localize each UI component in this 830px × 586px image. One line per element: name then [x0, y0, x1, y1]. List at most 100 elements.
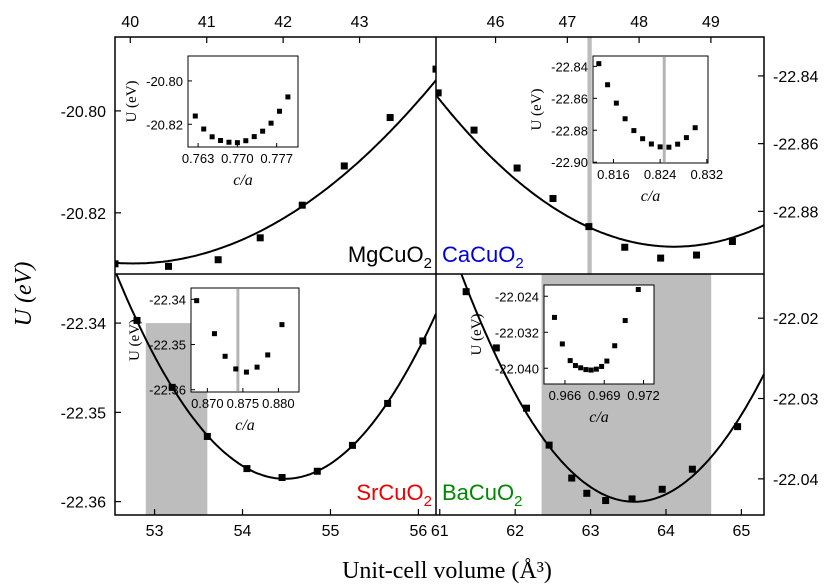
inset-x-tick-label: 0.832 [691, 167, 724, 182]
inset-data-point [588, 367, 594, 373]
inset-data-point [218, 138, 224, 143]
x-tick-label: 49 [702, 14, 720, 31]
x-tick-label: 46 [487, 14, 505, 31]
inset-x-tick-label: 0.880 [262, 396, 295, 411]
x-tick-label: 47 [558, 14, 576, 31]
inset-data-point [593, 366, 599, 372]
inset-x-tick-label: 0.966 [549, 388, 582, 403]
data-point [340, 162, 348, 170]
fit-curve [115, 79, 436, 265]
inset-x-axis-title: c/a [641, 188, 661, 205]
inset-y-tick-label: -22.34 [149, 292, 186, 307]
compound-label: BaCuO2 [442, 480, 523, 510]
data-point [765, 217, 772, 224]
inset-data-point [631, 128, 637, 134]
data-point [628, 495, 636, 503]
data-point [808, 183, 815, 190]
data-point [432, 65, 436, 73]
inset-data-point [622, 116, 628, 122]
y-tick-label: -20.82 [61, 206, 106, 223]
compound-label: SrCuO2 [356, 480, 432, 510]
data-point [278, 474, 286, 482]
x-tick-label: 64 [657, 523, 675, 540]
inset-data-point [583, 367, 589, 373]
data-point [203, 432, 211, 440]
x-tick-label: 65 [732, 523, 750, 540]
inset-data-point [260, 128, 266, 134]
y-tick-label: -22.88 [773, 204, 818, 221]
inset-y-tick-label: -22.90 [551, 155, 588, 170]
y-tick-label: -22.84 [773, 69, 818, 86]
inset-data-point [605, 82, 611, 88]
data-point [1, 223, 8, 230]
inset-data-point [599, 363, 605, 369]
x-tick-label: 56 [410, 523, 428, 540]
inset-frame [187, 55, 299, 148]
inset-data-point [226, 139, 232, 145]
data-point [522, 404, 530, 412]
inset-y-tick-label: -22.35 [149, 338, 186, 353]
compound-label: CaCuO2 [442, 242, 524, 272]
inset-data-point [578, 365, 584, 371]
inset-data-point [635, 287, 641, 292]
x-tick-label: 54 [234, 523, 252, 540]
data-point [658, 485, 666, 493]
inset-x-tick-label: 0.870 [191, 396, 224, 411]
data-point [298, 201, 306, 209]
x-tick-label: 62 [506, 523, 524, 540]
data-point [621, 243, 629, 251]
data-point [549, 194, 557, 202]
data-point [392, 51, 399, 58]
data-point [384, 399, 392, 407]
shaded-region [587, 37, 592, 274]
inset-data-point [657, 144, 663, 150]
x-tick-label: 55 [322, 523, 340, 540]
inset-x-tick-label: 0.969 [588, 388, 621, 403]
y-tick-label: -22.86 [773, 137, 818, 154]
x-tick-label: 61 [431, 523, 449, 540]
shared-y-axis-title: U (eV) [11, 262, 37, 327]
inset-x-tick-label: 0.763 [182, 151, 215, 166]
y-tick-label: -20.80 [61, 104, 106, 121]
inset-data-point [622, 318, 628, 324]
data-point [348, 441, 356, 449]
data-point [688, 465, 696, 473]
y-tick-label: -22.03 [773, 392, 818, 409]
data-point [568, 474, 576, 482]
data-point [313, 467, 321, 475]
inset-data-point [683, 135, 689, 141]
inset-x-tick-label: 0.777 [260, 151, 293, 166]
inset-data-point [559, 341, 565, 347]
inset-data-point [613, 100, 619, 106]
inset-x-tick-label: 0.875 [227, 396, 260, 411]
x-tick-label: 43 [351, 14, 369, 31]
inset-data-point [268, 120, 274, 126]
inset-data-point [251, 134, 257, 140]
inset-data-point [209, 134, 215, 140]
data-point [693, 251, 701, 259]
inset-y-tick-label: -22.88 [551, 123, 588, 138]
x-tick-label: 48 [630, 14, 648, 31]
data-point [436, 89, 442, 97]
data-point [133, 316, 141, 324]
inset-data-point [243, 369, 249, 375]
y-tick-label: -22.02 [773, 311, 818, 328]
fit-curve [115, 274, 436, 480]
inset-y-tick-label: -20.80 [146, 74, 183, 89]
inset-y-tick-label: -22.024 [495, 289, 539, 304]
inset-data-point [222, 353, 228, 359]
inset-data-point [194, 298, 200, 304]
x-tick-label: 63 [582, 523, 600, 540]
data-point [734, 423, 742, 431]
inset-data-point [612, 343, 618, 349]
fit-curve [460, 274, 764, 503]
inset-data-point [567, 358, 573, 364]
